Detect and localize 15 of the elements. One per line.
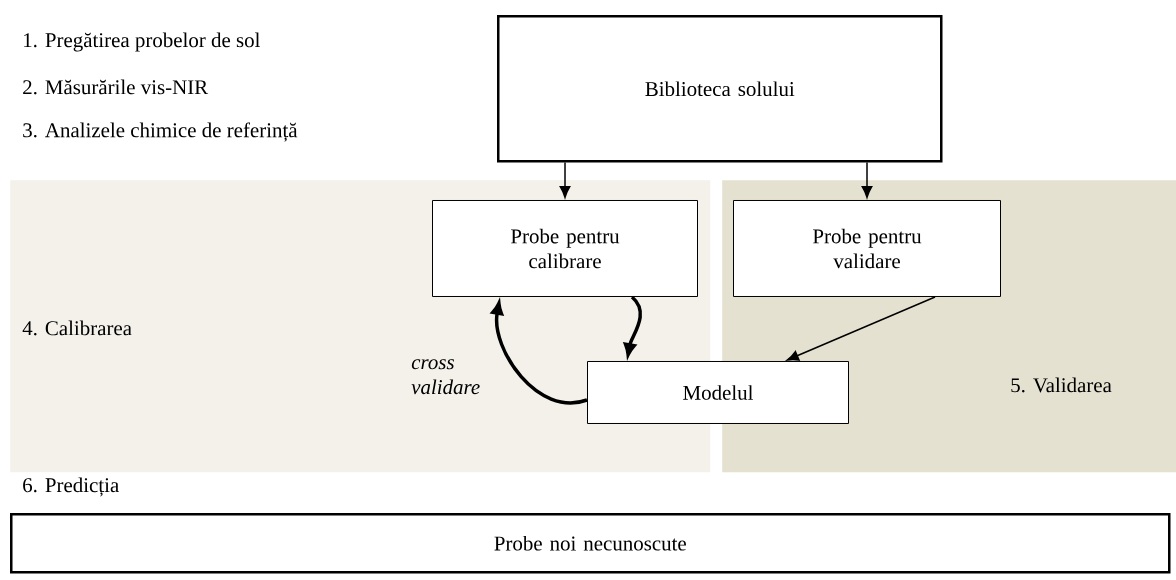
arrow bbox=[861, 161, 873, 198]
process-box: Probe pentru calibrare bbox=[432, 200, 698, 297]
step-label: 3. Analizele chimice de referință bbox=[23, 122, 298, 142]
process-box: Probe pentru validare bbox=[733, 200, 1001, 297]
band-label: 4. Calibrarea bbox=[22, 320, 132, 336]
arrow bbox=[559, 161, 571, 198]
step-label: 2. Măsurările vis-NIR bbox=[23, 79, 209, 95]
edge-label: cross validare bbox=[411, 359, 480, 395]
prediction-box: Probe noi necunoscute bbox=[10, 513, 1171, 574]
step-label: 1. Pregătirea probelor de sol bbox=[24, 32, 260, 52]
arrow bbox=[786, 296, 936, 361]
model-box: Modelul bbox=[587, 361, 849, 424]
section-heading: 6. Predicția bbox=[23, 477, 119, 497]
band-label: 5. Validarea bbox=[1011, 377, 1112, 393]
library-box: Biblioteca solului bbox=[497, 15, 943, 163]
